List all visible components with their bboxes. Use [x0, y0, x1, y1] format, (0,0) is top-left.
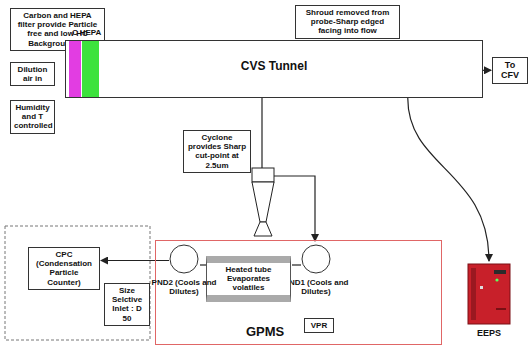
- node-text: CVS Tunnel: [66, 59, 482, 73]
- connector-arrow: [483, 70, 491, 71]
- hepa-filter-band: HEPA: [82, 41, 99, 97]
- node-text: CPC (Condensation Particle Counter): [32, 250, 96, 287]
- connector-arrow: [101, 260, 169, 261]
- node-text: Shroud removed from probe-Sharp edged fa…: [299, 8, 396, 36]
- pnd-circle: PND2 (Cools and Dilutes): [169, 244, 199, 274]
- connector-arrow: [292, 264, 301, 265]
- sample-line: [261, 98, 262, 168]
- gpms-region: GPMS PND1 (Cools and Dilutes) Heated tube …: [155, 240, 442, 345]
- node-text: Dilution air in: [14, 65, 51, 83]
- node-text: HEPA: [72, 28, 109, 37]
- heated-tube: Heated tube Evaporates volatiles: [206, 256, 291, 302]
- note-box: Humidity and T controlled: [10, 100, 55, 134]
- tunnel-box: CVS TunnelCHEPA: [65, 40, 483, 98]
- pnd-circle: PND1 (Cools and Dilutes): [301, 244, 331, 274]
- node-text: Humidity and T controlled: [14, 103, 51, 131]
- eeps-device-symbol: [466, 262, 512, 326]
- circle-outline: [301, 244, 331, 274]
- note-box: Dilution air in: [10, 62, 55, 86]
- note-box: Cyclone provides Sharp cut-point at 2.5u…: [183, 130, 251, 173]
- node-text: To CFV: [496, 60, 524, 81]
- cyclone-outlet-line: [282, 176, 315, 241]
- dashed-outline: [5, 226, 150, 340]
- node-text: Size Selctive Inlet : D 50: [108, 286, 146, 323]
- node-text: Heated tube Evaporates volatiles: [210, 265, 287, 293]
- label-box: VPR: [304, 318, 334, 333]
- node-text: PND2 (Cools and Dilutes): [147, 278, 221, 296]
- note-box: Size Selctive Inlet : D 50: [104, 283, 150, 326]
- node-text: VPR: [308, 321, 330, 330]
- cyclone-symbol: [252, 168, 282, 236]
- instrument-box: CPC (Condensation Particle Counter): [28, 247, 100, 290]
- node-text: GPMS: [246, 324, 284, 339]
- node-text: EEPS: [466, 328, 512, 338]
- carbon-filter-band: C: [69, 41, 81, 97]
- circle-outline: [169, 244, 199, 274]
- eeps-instrument: EEPS: [466, 262, 512, 342]
- node-text: Cyclone provides Sharp cut-point at 2.5u…: [187, 133, 247, 170]
- note-box: Shroud removed from probe-Sharp edged fa…: [295, 5, 400, 39]
- output-box: To CFV: [492, 57, 528, 84]
- connector-arrow: [408, 98, 489, 261]
